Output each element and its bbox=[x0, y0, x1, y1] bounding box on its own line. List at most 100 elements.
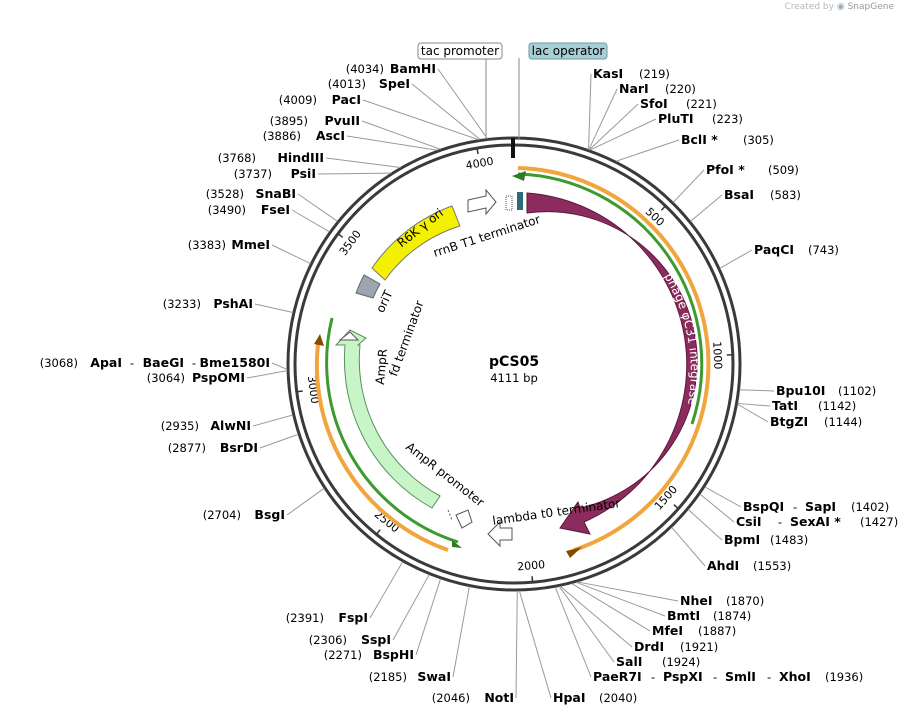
site-separator: - bbox=[192, 356, 196, 370]
site-name: CsiI bbox=[736, 514, 762, 529]
ruler-tick bbox=[375, 529, 381, 535]
site-name: BspHI bbox=[373, 647, 414, 662]
fd-terminator-label: fd terminator bbox=[386, 299, 426, 378]
site-name: BmtI bbox=[667, 608, 700, 623]
site-leader-line bbox=[369, 561, 404, 619]
restriction-site: AhdI (1553) bbox=[671, 526, 791, 573]
site-name: BpmI bbox=[724, 532, 760, 547]
orange-primer-arc-right bbox=[512, 166, 711, 558]
site-leader-line bbox=[252, 414, 293, 427]
credit-brand: SnapGene bbox=[847, 2, 894, 12]
site-leader-line bbox=[588, 103, 639, 151]
site-leader-line bbox=[588, 73, 592, 150]
site-leader-line bbox=[515, 590, 518, 699]
restriction-site: AlwNI (2935) bbox=[161, 414, 293, 433]
site-leader-line bbox=[254, 303, 294, 313]
site-leader-line bbox=[317, 172, 392, 175]
site-name: BamHI bbox=[390, 61, 436, 76]
site-position: (4013) bbox=[328, 77, 366, 91]
site-position: (1427) bbox=[860, 515, 898, 529]
restriction-site: BsaI (583) bbox=[690, 187, 801, 222]
ruler-tick bbox=[296, 390, 303, 393]
restriction-site: PaqCI(743) bbox=[719, 242, 839, 269]
ruler-tick bbox=[660, 205, 667, 211]
site-name: AlwNI bbox=[210, 418, 251, 433]
site-separator: - bbox=[767, 670, 771, 684]
site-position: (1921) bbox=[680, 640, 718, 654]
site-position: (1924) bbox=[662, 655, 700, 669]
site-leader-line bbox=[615, 139, 680, 162]
site-name: HindIII bbox=[277, 150, 324, 165]
site-position: (2391) bbox=[286, 611, 324, 625]
site-position: (219) bbox=[639, 67, 670, 81]
site-position: (3064) bbox=[147, 371, 185, 385]
restriction-site: BspQI-SapI(1402) bbox=[704, 486, 889, 514]
lac-operator-box bbox=[528, 42, 608, 60]
restriction-site: SalI (1924) bbox=[558, 586, 700, 669]
site-position: (1870) bbox=[726, 594, 764, 608]
plasmid-name: pCS05 bbox=[489, 354, 539, 370]
site-name: SalI bbox=[616, 654, 642, 669]
restriction-site: NheI (1870) bbox=[577, 581, 764, 608]
restriction-site: PshAI (3233) bbox=[163, 296, 294, 313]
site-leader-line bbox=[518, 590, 552, 699]
site-leader-line bbox=[411, 83, 481, 140]
site-position: (4034) bbox=[346, 62, 384, 76]
site-name: DrdI bbox=[634, 639, 664, 654]
site-position: (3233) bbox=[163, 297, 201, 311]
site-position: (1402) bbox=[851, 500, 889, 514]
site-leader-line bbox=[558, 586, 615, 663]
site-name: SmlI bbox=[725, 669, 756, 684]
restriction-site: Bpu10I(1102) bbox=[739, 383, 876, 398]
site-leader-line bbox=[246, 370, 288, 379]
restriction-site: PacI(4009) bbox=[279, 92, 479, 141]
orange-primer-arc-left bbox=[314, 317, 462, 552]
snapgene-logo-icon: ◉ bbox=[836, 2, 845, 12]
site-name: BsgI bbox=[254, 507, 285, 522]
site-name: NheI bbox=[680, 593, 713, 608]
restriction-site: PaeR7I-PspXI-SmlI-XhoI(1936) bbox=[554, 587, 863, 684]
site-position: (2877) bbox=[168, 441, 206, 455]
restriction-site: SnaBI(3528) bbox=[206, 186, 338, 222]
site-name: SpeI bbox=[379, 76, 410, 91]
site-name: BsaI bbox=[724, 187, 754, 202]
site-leader-line bbox=[739, 389, 775, 392]
restriction-sites: KasI(219)NarI(220)SfoI(221)PluTI(223)Bcl… bbox=[40, 61, 899, 705]
site-position: (1874) bbox=[713, 609, 751, 623]
snapgene-credit: Created by ◉ SnapGene bbox=[784, 2, 894, 12]
site-leader-line bbox=[271, 244, 311, 265]
ruler-tick bbox=[337, 233, 344, 238]
site-leader-line bbox=[346, 135, 438, 151]
restriction-site: Bme1580I-BaeGI-ApaI(3068) bbox=[40, 355, 288, 370]
site-position: (2306) bbox=[309, 633, 347, 647]
site-name: AhdI bbox=[707, 558, 739, 573]
boxed-feature-labels: tac promoter lac operator bbox=[417, 42, 608, 140]
site-leader-line bbox=[690, 194, 723, 222]
site-position: (743) bbox=[808, 243, 839, 257]
site-leader-line bbox=[719, 249, 753, 269]
site-leader-line bbox=[588, 88, 618, 150]
plasmid-length: 4111 bp bbox=[490, 371, 538, 385]
site-name: BaeGI bbox=[143, 355, 184, 370]
restriction-site: BamHI (4034) bbox=[346, 61, 488, 139]
site-separator: - bbox=[713, 670, 717, 684]
restriction-site: MfeI(1887) bbox=[571, 583, 736, 638]
site-position: (1553) bbox=[753, 559, 791, 573]
site-name: SfoI bbox=[640, 96, 668, 111]
site-position: (3737) bbox=[234, 167, 272, 181]
site-name: PluTI bbox=[658, 111, 694, 126]
site-name: PshAI bbox=[213, 296, 253, 311]
site-leader-line bbox=[452, 586, 470, 678]
restriction-site: BmtI (1874) bbox=[575, 581, 751, 623]
feature-lac-operator-bar bbox=[517, 192, 523, 210]
restriction-site: BtgZI(1144) bbox=[737, 403, 862, 429]
restriction-site: PfoI *(509) bbox=[672, 162, 799, 203]
site-position: (583) bbox=[770, 188, 801, 202]
site-position: (1142) bbox=[818, 399, 856, 413]
site-separator: - bbox=[778, 515, 782, 529]
site-position: (2935) bbox=[161, 419, 199, 433]
site-leader-line bbox=[672, 169, 705, 203]
site-name: BclI * bbox=[681, 132, 718, 147]
site-position: (2704) bbox=[203, 508, 241, 522]
